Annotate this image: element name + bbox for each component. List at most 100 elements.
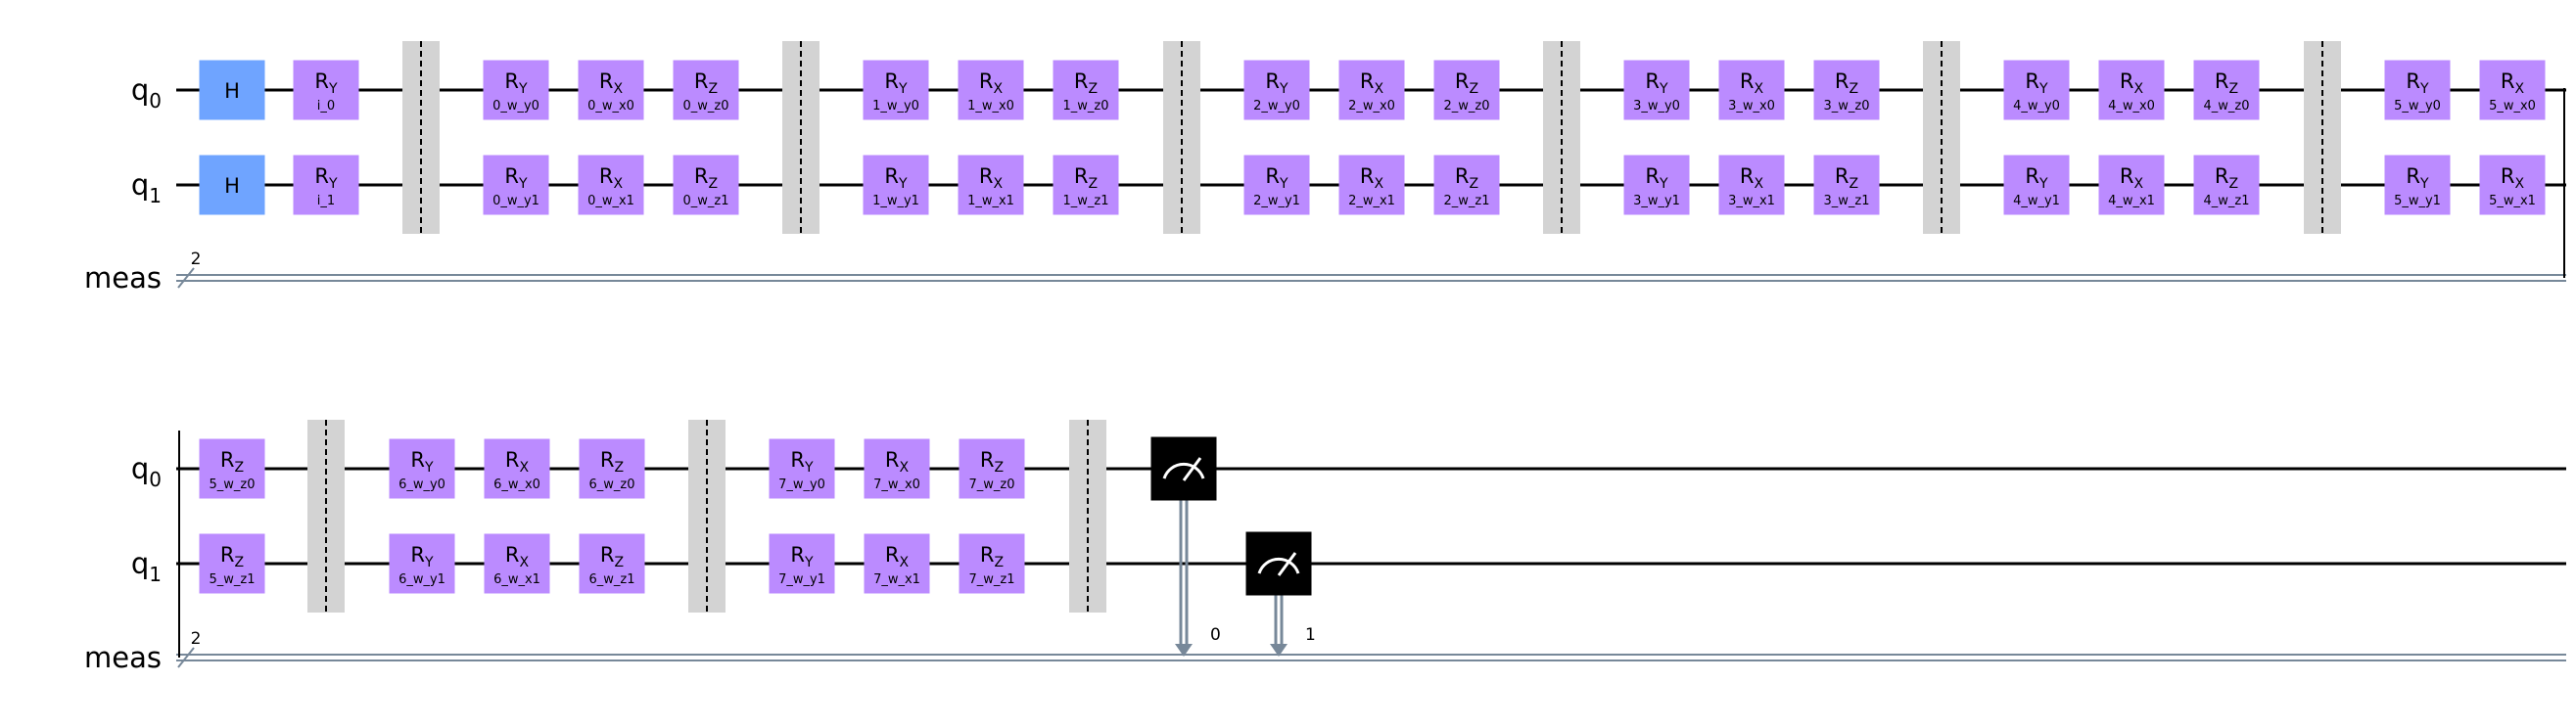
gate-symbol-axis: Y bbox=[1279, 81, 1288, 97]
qubit-label-index: 0 bbox=[149, 89, 162, 113]
qubit-label-q1: q1 bbox=[131, 168, 162, 207]
rx-gate-layer1-q1: RX1_w_x1 bbox=[958, 155, 1024, 215]
gate-box bbox=[1813, 60, 1880, 120]
gate-parameter: 0_w_z0 bbox=[683, 99, 729, 114]
gate-symbol: RZ bbox=[600, 543, 624, 570]
gate-symbol-axis: Y bbox=[1279, 176, 1288, 192]
gate-symbol-axis: Z bbox=[709, 176, 719, 192]
gate-parameter: 1_w_z0 bbox=[1063, 99, 1109, 114]
gate-symbol-base: R bbox=[600, 543, 615, 567]
gate-box bbox=[1338, 60, 1405, 120]
rz-gate-layer3-q1: RZ3_w_z1 bbox=[1813, 155, 1880, 215]
gate-box bbox=[864, 438, 930, 499]
gate-box bbox=[2003, 60, 2070, 120]
gate-symbol: RZ bbox=[220, 448, 244, 476]
gate-parameter: 5_w_z1 bbox=[210, 572, 256, 587]
gate-symbol: RY bbox=[1645, 69, 1668, 97]
gate-box bbox=[1053, 60, 1119, 120]
gate-symbol: RY bbox=[1645, 164, 1668, 192]
rz-gate-layer1-q1: RZ1_w_z1 bbox=[1053, 155, 1119, 215]
qubit-label-q1: q1 bbox=[131, 547, 162, 586]
gate-symbol-base: R bbox=[885, 448, 900, 472]
gate-box bbox=[958, 155, 1024, 215]
measure-box bbox=[1150, 436, 1217, 501]
rz-gate-layer6-q1: RZ6_w_z1 bbox=[579, 533, 645, 594]
rx-gate-layer4-q1: RX4_w_x1 bbox=[2098, 155, 2165, 215]
gate-box bbox=[864, 533, 930, 594]
gate-box bbox=[1338, 155, 1405, 215]
gate-symbol-base: R bbox=[694, 164, 709, 188]
register-width-label: 2 bbox=[191, 629, 202, 649]
gate-symbol: RZ bbox=[2215, 69, 2238, 97]
barrier bbox=[688, 420, 726, 613]
gate-symbol: RX bbox=[2120, 69, 2144, 97]
gate-parameter: 2_w_y1 bbox=[1253, 194, 1300, 208]
rz-gate-layer2-q0: RZ2_w_z0 bbox=[1433, 60, 1500, 120]
gate-symbol-axis: X bbox=[2134, 176, 2144, 192]
ry-gate-layer5-q1: RY5_w_y1 bbox=[2384, 155, 2451, 215]
gate-symbol-axis: Y bbox=[328, 176, 338, 192]
gate-parameter: 2_w_x0 bbox=[1348, 99, 1395, 114]
gate-parameter: 0_w_y0 bbox=[492, 99, 539, 114]
gate-symbol: RZ bbox=[694, 164, 718, 192]
ry-gate-layer7-q1: RY7_w_y1 bbox=[769, 533, 835, 594]
gate-symbol-base: R bbox=[884, 164, 899, 188]
barrier-band bbox=[307, 420, 345, 613]
gate-symbol-axis: Y bbox=[1659, 81, 1668, 97]
gate-symbol-axis: Y bbox=[518, 81, 528, 97]
rx-gate-layer6-q1: RX6_w_x1 bbox=[484, 533, 550, 594]
gate-symbol-base: R bbox=[1360, 164, 1375, 188]
gate-symbol: RY bbox=[790, 448, 814, 476]
measure-box bbox=[1245, 531, 1312, 596]
gate-symbol: RZ bbox=[1835, 69, 1858, 97]
rz-gate-layer0-q0: RZ0_w_z0 bbox=[673, 60, 739, 120]
gate-box bbox=[1433, 60, 1500, 120]
qubit-label-index: 1 bbox=[149, 184, 162, 207]
gate-symbol: RZ bbox=[1455, 69, 1478, 97]
rz-gate-layer5-q1: RZ5_w_z1 bbox=[199, 533, 265, 594]
ry-gate-layer2-q1: RY 2_w_y1 bbox=[1243, 155, 1310, 215]
gate-symbol-axis: X bbox=[900, 460, 910, 476]
rx-gate-layer5-q1: RX5_w_x1 bbox=[2479, 155, 2546, 215]
gate-symbol-base: R bbox=[410, 543, 425, 567]
ry-gate-layer0-q0: RY0_w_y0 bbox=[483, 60, 549, 120]
gate-parameter: 1_w_x0 bbox=[967, 99, 1014, 114]
barrier-band bbox=[1543, 41, 1580, 234]
gate-symbol-base: R bbox=[505, 543, 520, 567]
ry-gate-layer4-q1: RY4_w_y1 bbox=[2003, 155, 2070, 215]
ry-input-gate-q0: RYi_0 bbox=[293, 60, 359, 120]
gate-box bbox=[1243, 155, 1310, 215]
gate-box bbox=[199, 60, 265, 120]
gate-symbol-axis: X bbox=[614, 176, 624, 192]
meter-arc-icon bbox=[1162, 462, 1205, 479]
gate-symbol-axis: Y bbox=[2038, 176, 2048, 192]
gate-box bbox=[1243, 60, 1310, 120]
rx-gate-layer2-q1: RX2_w_x1 bbox=[1338, 155, 1405, 215]
gate-symbol-axis: Y bbox=[518, 176, 528, 192]
gate-box bbox=[769, 438, 835, 499]
gate-parameter: 4_w_y0 bbox=[2013, 99, 2060, 114]
gate-symbol: RY bbox=[2025, 69, 2048, 97]
gate-box bbox=[579, 533, 645, 594]
barrier bbox=[1543, 41, 1580, 234]
rx-gate-layer2-q0: RX2_w_x0 bbox=[1338, 60, 1405, 120]
gate-parameter: 7_w_z1 bbox=[969, 572, 1015, 587]
gate-symbol-axis: X bbox=[1375, 81, 1384, 97]
gate-parameter: 5_w_y1 bbox=[2394, 194, 2441, 208]
gate-symbol-axis: Y bbox=[2419, 176, 2429, 192]
gate-symbol: RY bbox=[2025, 164, 2048, 192]
gate-symbol-base: R bbox=[2120, 164, 2134, 188]
measure-bit-index: 0 bbox=[1210, 625, 1221, 645]
gate-symbol-base: R bbox=[694, 69, 709, 93]
gate-symbol-base: R bbox=[1835, 164, 1850, 188]
gate-symbol-base: R bbox=[599, 69, 614, 93]
gate-parameter: 6_w_x1 bbox=[493, 572, 540, 587]
gate-box bbox=[484, 533, 550, 594]
gate-symbol: RX bbox=[885, 448, 910, 476]
gate-symbol-axis: Z bbox=[615, 460, 625, 476]
gate-symbol-axis: X bbox=[520, 460, 530, 476]
gate-symbol-base: R bbox=[1265, 164, 1280, 188]
qubit-label-q0: q0 bbox=[131, 452, 162, 491]
gate-parameter: 6_w_y1 bbox=[398, 572, 445, 587]
gate-symbol-base: R bbox=[2025, 164, 2039, 188]
